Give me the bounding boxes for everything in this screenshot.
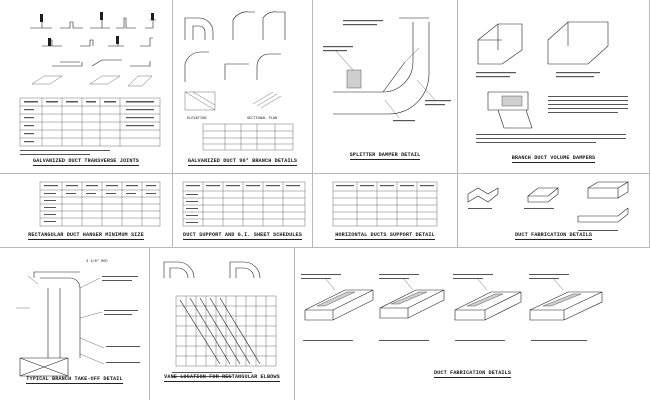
panel-fabrication-small: DUCT FABRICATION DETAILS <box>458 174 650 248</box>
support-schedule-table <box>182 181 306 227</box>
branch-details-drawing: ELEVATION SECTIONAL PLAN <box>184 11 294 151</box>
panel-vane-location: VANE LOCATION FOR RECTANGULAR ELBOWS <box>150 248 295 400</box>
caption-hanger-size: RECTANGULAR DUCT HANGER MINIMUM SIZE <box>28 232 144 240</box>
volume-dampers-drawing <box>476 21 628 143</box>
caption-volume-dampers: BRANCH DUCT VOLUME DAMPERS <box>511 155 596 163</box>
panel-fabrication-large: DUCT FABRICATION DETAILS <box>295 248 650 400</box>
caption-transverse-joints: GALVANIZED DUCT TRANSVERSE JOINTS <box>32 158 140 166</box>
panel-hanger-size: RECTANGULAR DUCT HANGER MINIMUM SIZE <box>0 174 173 248</box>
panel-transverse-joints: GALVANIZED DUCT TRANSVERSE JOINTS <box>0 0 173 174</box>
branch-takeoff-drawing: 3 3/8" ROD <box>16 259 140 377</box>
caption-branch-details: GALVANIZED DUCT 90° BRANCH DETAILS <box>187 158 298 166</box>
caption-branch-takeoff: TYPICAL BRANCH TAKE-OFF DETAIL <box>26 376 123 384</box>
fabrication-large-drawing <box>301 274 603 341</box>
horizontal-support-table <box>332 181 438 227</box>
caption-fabrication-small: DUCT FABRICATION DETAILS <box>514 232 593 240</box>
panel-splitter-damper: SPLITTER DAMPER DETAIL <box>313 0 458 174</box>
panel-horizontal-support: HORIZONTAL DUCTS SUPPORT DETAIL <box>313 174 458 248</box>
label-sectional-plan: SECTIONAL PLAN <box>247 117 277 121</box>
splitter-damper-drawing <box>323 17 451 122</box>
panel-branch-details: ELEVATION SECTIONAL PLAN GALVANIZED DUCT… <box>173 0 313 174</box>
panel-support-schedules: DUCT SUPPORT AND G.I. SHEET SCHEDULES <box>173 174 313 248</box>
caption-support-schedules: DUCT SUPPORT AND G.I. SHEET SCHEDULES <box>183 232 302 240</box>
caption-horizontal-support: HORIZONTAL DUCTS SUPPORT DETAIL <box>335 232 435 240</box>
vane-location-drawing <box>163 261 277 377</box>
transverse-joints-drawing <box>19 12 161 155</box>
panel-branch-takeoff: 3 3/8" ROD TYPICAL BRANCH TAKE-OFF DETAI… <box>0 248 150 400</box>
caption-fabrication-large: DUCT FABRICATION DETAILS <box>433 370 512 378</box>
panel-volume-dampers: BRANCH DUCT VOLUME DAMPERS <box>458 0 650 174</box>
label-elevation: ELEVATION <box>187 117 206 121</box>
fabrication-small-drawing <box>467 181 630 231</box>
hanger-size-table <box>39 181 161 227</box>
label-rod: 3 3/8" ROD <box>86 259 108 264</box>
caption-vane-location: VANE LOCATION FOR RECTANGULAR ELBOWS <box>164 374 280 382</box>
caption-splitter-damper: SPLITTER DAMPER DETAIL <box>349 152 421 160</box>
